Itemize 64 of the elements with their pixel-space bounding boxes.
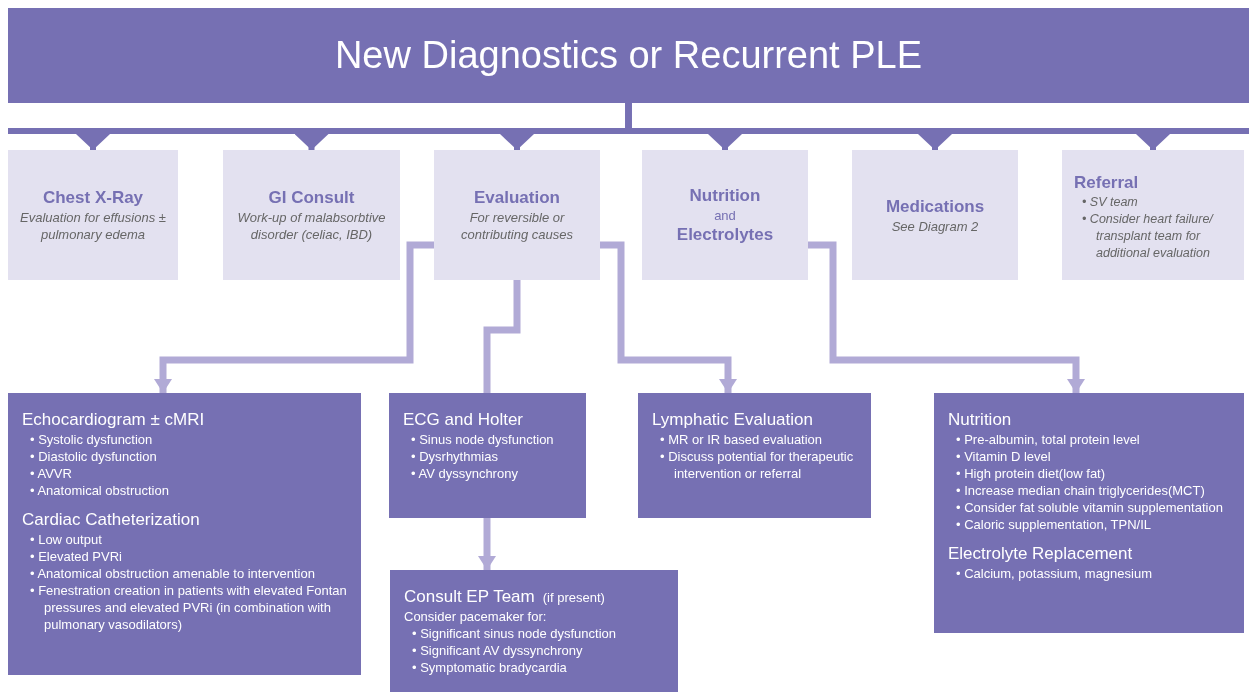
bullet-item: • Anatomical obstruction amenable to intervention xyxy=(30,565,316,582)
box-heading: Cardiac Catheterization xyxy=(22,509,201,531)
bullet-item: • Significant sinus node dysfunction xyxy=(412,625,617,642)
bullet-item: • AVVR xyxy=(30,465,73,482)
bullet-item: • Anatomical obstruction xyxy=(30,482,170,499)
info-box xyxy=(390,570,678,692)
category-box xyxy=(434,150,600,280)
banner-title: New Diagnostics or Recurrent PLE xyxy=(334,34,923,77)
box-heading: Electrolytes xyxy=(676,223,774,246)
title-banner xyxy=(8,8,1249,103)
info-box xyxy=(8,393,361,675)
box-heading: ECG and Holter xyxy=(403,409,524,431)
bullet-item: • Increase median chain triglycerides(MCT) xyxy=(956,482,1206,499)
box-heading: Medications xyxy=(885,195,985,218)
bullet-item: • Systolic dysfunction xyxy=(30,431,154,448)
bullet-item: • Consider fat soluble vitamin supplementation xyxy=(956,499,1224,516)
category-box xyxy=(8,150,178,280)
bullet-item: • Caloric supplementation, TPN/IL xyxy=(956,516,1153,533)
box-text: Consider pacemaker for: xyxy=(404,608,548,625)
category-box xyxy=(1062,150,1244,280)
connector-arrow xyxy=(600,241,737,393)
bullet-item: • Discuss potential for therapeutic intervention or referral xyxy=(660,448,855,482)
box-heading: Nutrition xyxy=(689,184,761,207)
bullet-item: • Pre-albumin, total protein level xyxy=(956,431,1141,448)
box-description: For reversible or contributing causes xyxy=(460,209,574,243)
bullet-item: • Low output xyxy=(30,531,103,548)
box-heading: Nutrition xyxy=(948,409,1013,431)
box-heading: Consult EP Team xyxy=(404,586,535,608)
bullet-item: • Significant AV dyssynchrony xyxy=(412,642,584,659)
bullet-item: • Diastolic dysfunction xyxy=(30,448,158,465)
connector-arrow xyxy=(478,518,496,570)
box-heading: Evaluation xyxy=(474,187,560,209)
category-box xyxy=(852,150,1018,280)
box-heading: Electrolyte Replacement xyxy=(948,543,1134,565)
info-box xyxy=(934,393,1244,633)
connector-word: and xyxy=(714,206,736,224)
bullet-item: • AV dyssynchrony xyxy=(411,465,519,482)
category-box xyxy=(642,150,808,280)
bullet-item: • Symptomatic bradycardia xyxy=(412,659,568,676)
bullet-item: • High protein diet(low fat) xyxy=(956,465,1107,482)
box-description: See Diagram 2 xyxy=(891,217,979,235)
heading-note: (if present) xyxy=(542,590,605,605)
bullet-item: • Vitamin D level xyxy=(956,448,1052,465)
connector-line xyxy=(483,280,521,393)
bullet-item: • Fenestration creation in patients with elevated Fontan pressures and elevated PVRi (in combination with pulmonary vasodilators) xyxy=(30,582,348,633)
info-box xyxy=(389,393,586,518)
box-heading: Chest X-Ray xyxy=(42,187,144,209)
connector-arrow xyxy=(154,241,434,393)
bullet-item: • Consider heart failure/ transplant team for additional evaluation xyxy=(1082,211,1215,262)
bullet-item: • Elevated PVRi xyxy=(30,548,123,565)
info-box xyxy=(638,393,871,518)
bullet-item: • Calcium, potassium, magnesium xyxy=(956,565,1153,582)
bullet-item: • MR or IR based evaluation xyxy=(660,431,824,448)
box-heading: GI Consult xyxy=(268,187,355,209)
box-heading: Referral xyxy=(1074,172,1139,194)
box-description: Work-up of malabsorbtive disorder (celiac, IBD) xyxy=(236,209,387,243)
box-description: Evaluation for effusions ± pulmonary edema xyxy=(19,209,167,243)
bullet-item: • SV team xyxy=(1082,194,1139,211)
bullet-item: • Sinus node dysfunction xyxy=(411,431,555,448)
category-box xyxy=(223,150,400,280)
bullet-item: • Dysrhythmias xyxy=(411,448,499,465)
box-heading: Echocardiogram ± cMRI xyxy=(22,409,206,431)
connector-arrow xyxy=(808,241,1085,393)
box-heading: Lymphatic Evaluation xyxy=(652,409,814,431)
